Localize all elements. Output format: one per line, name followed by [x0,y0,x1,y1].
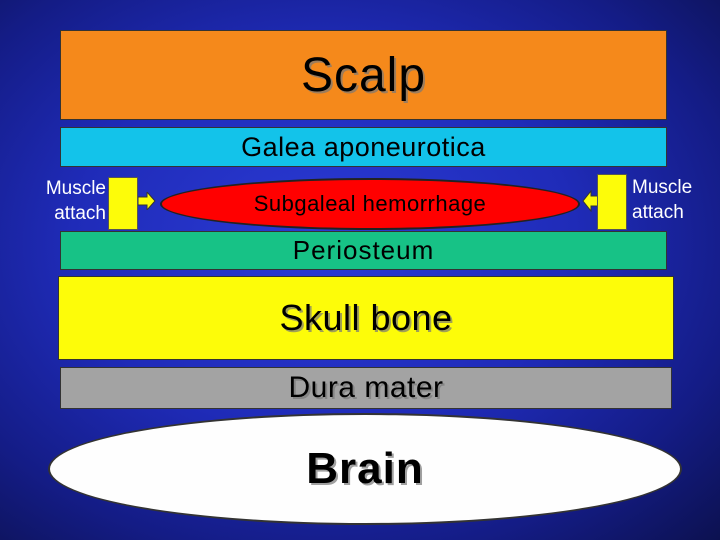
muscle-attach-left-line2: attach [54,203,106,224]
dura-mater-layer: Dura mater [60,367,672,409]
brain-label: Brain [306,444,424,493]
scalp-layer: Scalp [60,30,667,120]
skull-bone-layer: Skull bone [58,276,674,360]
muscle-attach-left-line1: Muscle [45,178,106,199]
muscle-attach-right-line2: attach [632,202,684,223]
subgaleal-hemorrhage-label: Subgaleal hemorrhage [253,191,487,216]
muscle-attach-label-left: Muscle attach [2,176,106,226]
periosteum-label: Periosteum [292,235,435,265]
muscle-attach-box-left [108,177,138,230]
periosteum-layer: Periosteum [60,231,667,270]
muscle-attach-box-right [597,174,627,230]
subgaleal-hemorrhage-ellipse: Subgaleal hemorrhage [160,178,580,230]
arrow-right-icon [138,192,156,210]
brain-ellipse: Brain [48,413,682,525]
galea-aponeurotica-layer: Galea aponeurotica [60,127,667,167]
dura-mater-label: Dura mater [288,371,444,404]
scalp-label: Scalp [300,48,427,102]
galea-label: Galea aponeurotica [241,131,486,162]
muscle-attach-label-right: Muscle attach [632,175,720,225]
muscle-attach-right-line1: Muscle [632,177,693,198]
skull-bone-label: Skull bone [279,297,453,338]
